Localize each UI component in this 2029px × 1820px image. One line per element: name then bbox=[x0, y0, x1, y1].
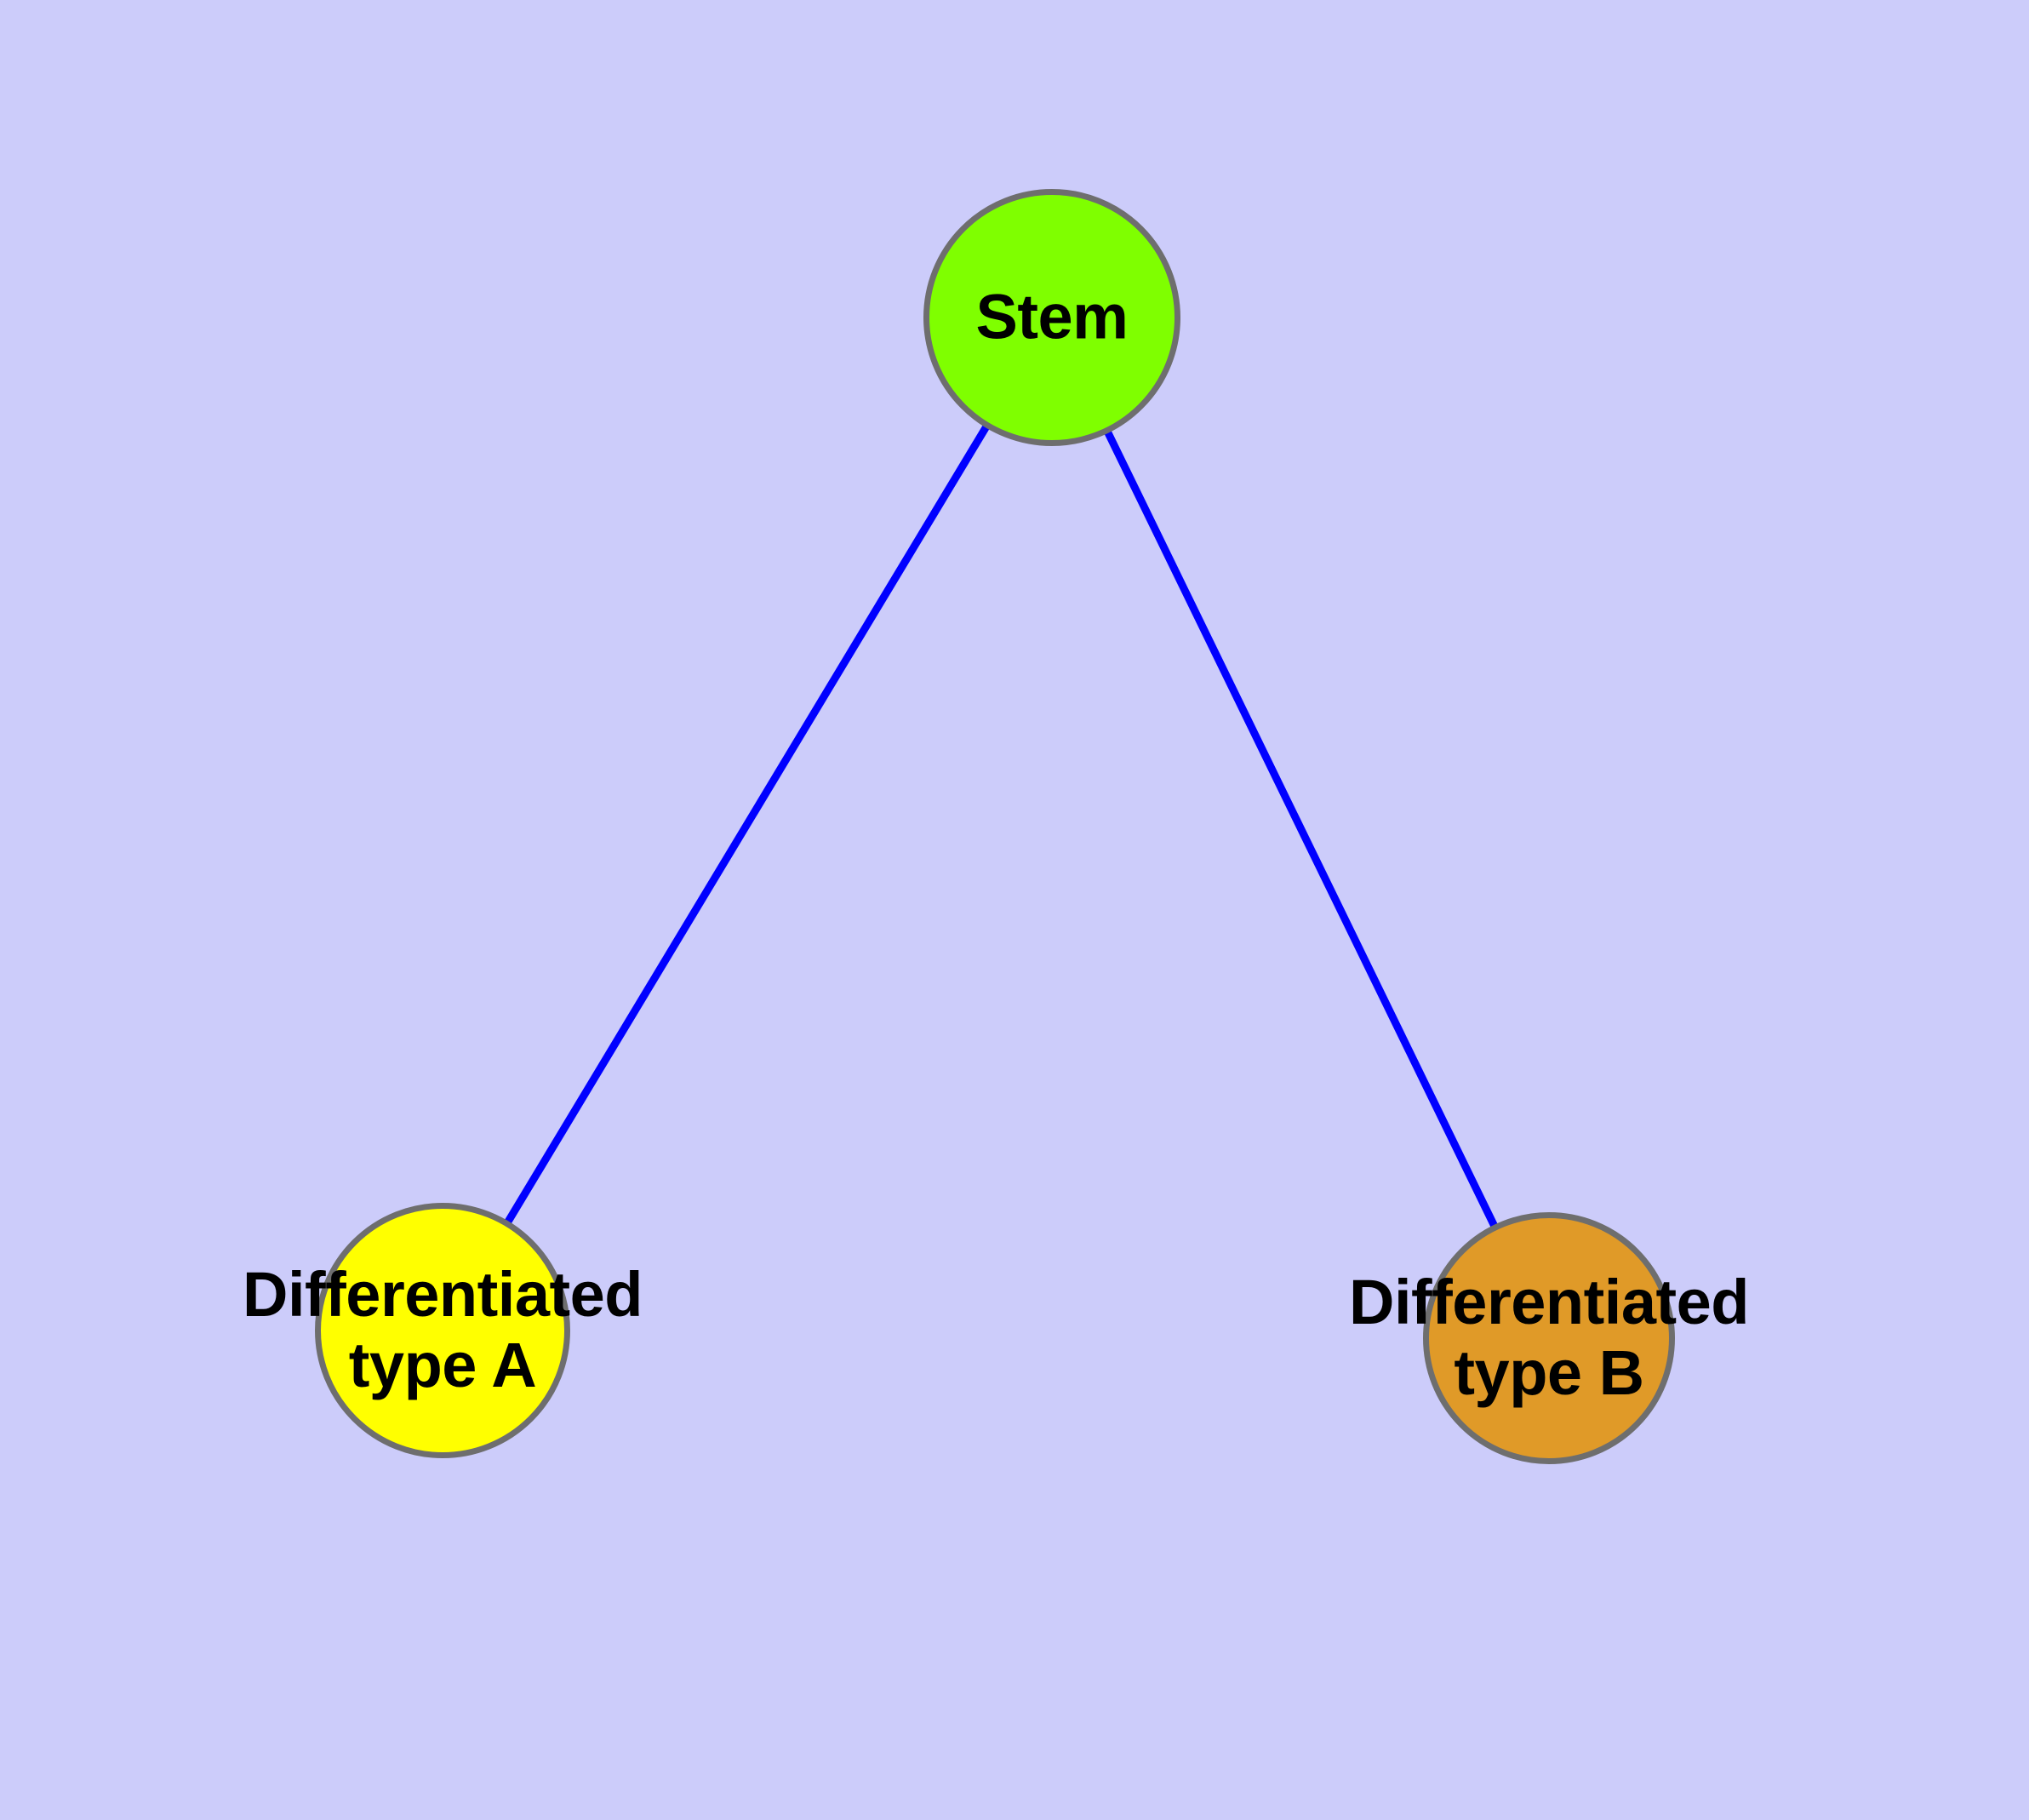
edge-stem-diff-b[interactable] bbox=[1048, 316, 1553, 1340]
node-diff-a[interactable]: Differentiated type A bbox=[243, 1203, 643, 1458]
node-circle-diff-b[interactable] bbox=[1423, 1212, 1675, 1464]
node-stem[interactable]: Stem bbox=[923, 189, 1180, 446]
edge-stem-diff-a[interactable] bbox=[439, 315, 1055, 1333]
node-diff-b[interactable]: Differentiated type B bbox=[1349, 1212, 1749, 1464]
edges-group bbox=[439, 315, 1553, 1340]
node-circle-stem[interactable] bbox=[923, 189, 1180, 446]
node-circle-diff-a[interactable] bbox=[315, 1203, 570, 1458]
